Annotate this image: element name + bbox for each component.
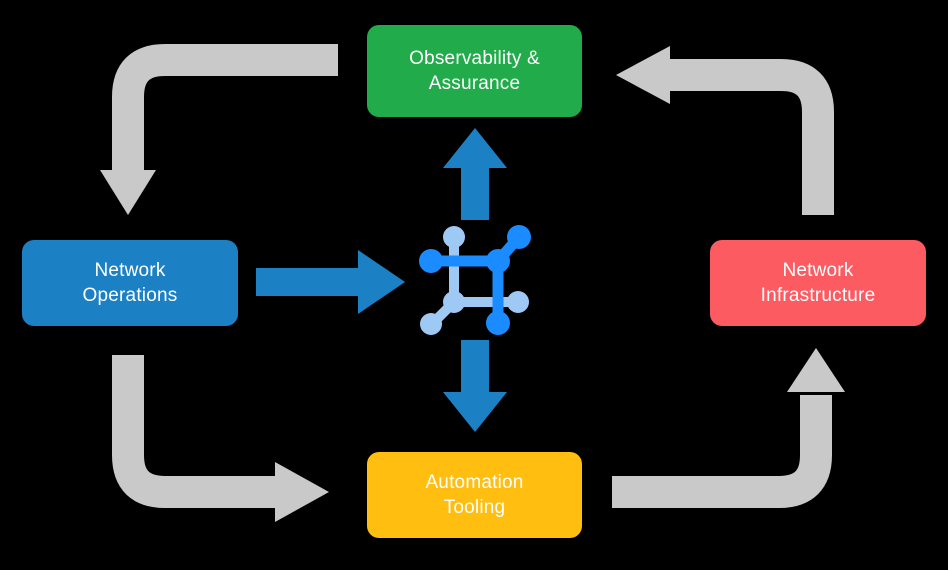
node-automation-tooling[interactable]: Automation Tooling — [367, 452, 582, 538]
arrow-infrastructure-to-observability — [616, 46, 834, 215]
node-observability-assurance[interactable]: Observability & Assurance — [367, 25, 582, 117]
node-network-operations-label: Network Operations — [82, 259, 178, 306]
arrow-center-to-automation — [443, 340, 507, 432]
arrow-operations-to-center — [256, 250, 405, 314]
node-automation-tooling-label: Automation Tooling — [425, 471, 524, 518]
node-network-infrastructure[interactable]: Network Infrastructure — [710, 240, 926, 326]
network-topology-icon — [419, 225, 531, 335]
arrow-observability-to-operations — [100, 44, 338, 215]
arrow-operations-to-automation — [112, 355, 329, 522]
node-network-operations[interactable]: Network Operations — [22, 240, 238, 326]
node-observability-label: Observability & Assurance — [409, 47, 540, 94]
arrow-center-to-observability — [443, 128, 507, 220]
arrow-automation-to-infrastructure — [612, 348, 845, 508]
node-network-infrastructure-label: Network Infrastructure — [760, 259, 876, 306]
